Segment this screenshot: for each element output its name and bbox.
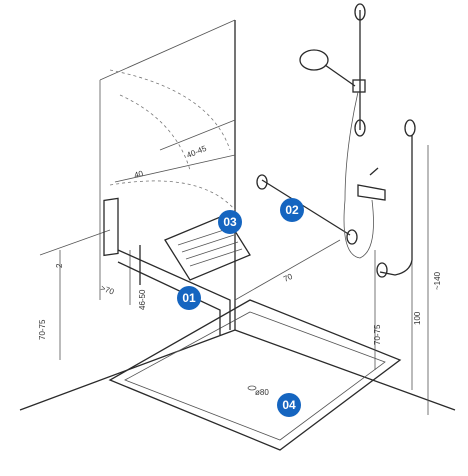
dim-80: ø80 bbox=[255, 388, 269, 397]
shower-set bbox=[299, 3, 386, 259]
badge-01: 01 bbox=[177, 286, 201, 310]
badge-04-label: 04 bbox=[282, 398, 296, 412]
badge-04: 04 bbox=[277, 393, 301, 417]
folding-seat bbox=[103, 197, 251, 335]
dim-70-75-left: 70-75 bbox=[38, 319, 47, 340]
dim-40-45: 40-45 bbox=[185, 144, 208, 160]
room-walls bbox=[19, 19, 456, 411]
dim-140: ~140 bbox=[433, 271, 442, 290]
dim-46-50: 46-50 bbox=[138, 289, 147, 310]
badge-02-label: 02 bbox=[285, 203, 299, 217]
grab-bar-horizontal bbox=[256, 174, 358, 245]
dim-70: 70 bbox=[282, 272, 294, 284]
dim-100: 100 bbox=[413, 311, 422, 325]
dim-40: 40 bbox=[133, 169, 144, 180]
door-swing-arcs bbox=[109, 69, 236, 211]
badge-03: 03 bbox=[218, 210, 242, 234]
dim-2: 2 bbox=[55, 263, 64, 268]
dimension-lines bbox=[39, 119, 429, 415]
grab-bar-vertical bbox=[376, 119, 416, 278]
dim-70-75-right: 70-75 bbox=[373, 324, 382, 345]
badge-02: 02 bbox=[280, 198, 304, 222]
dim-gt70: >70 bbox=[99, 283, 115, 296]
badge-01-label: 01 bbox=[182, 291, 196, 305]
shower-tray bbox=[108, 299, 402, 451]
badge-03-label: 03 bbox=[223, 215, 237, 229]
